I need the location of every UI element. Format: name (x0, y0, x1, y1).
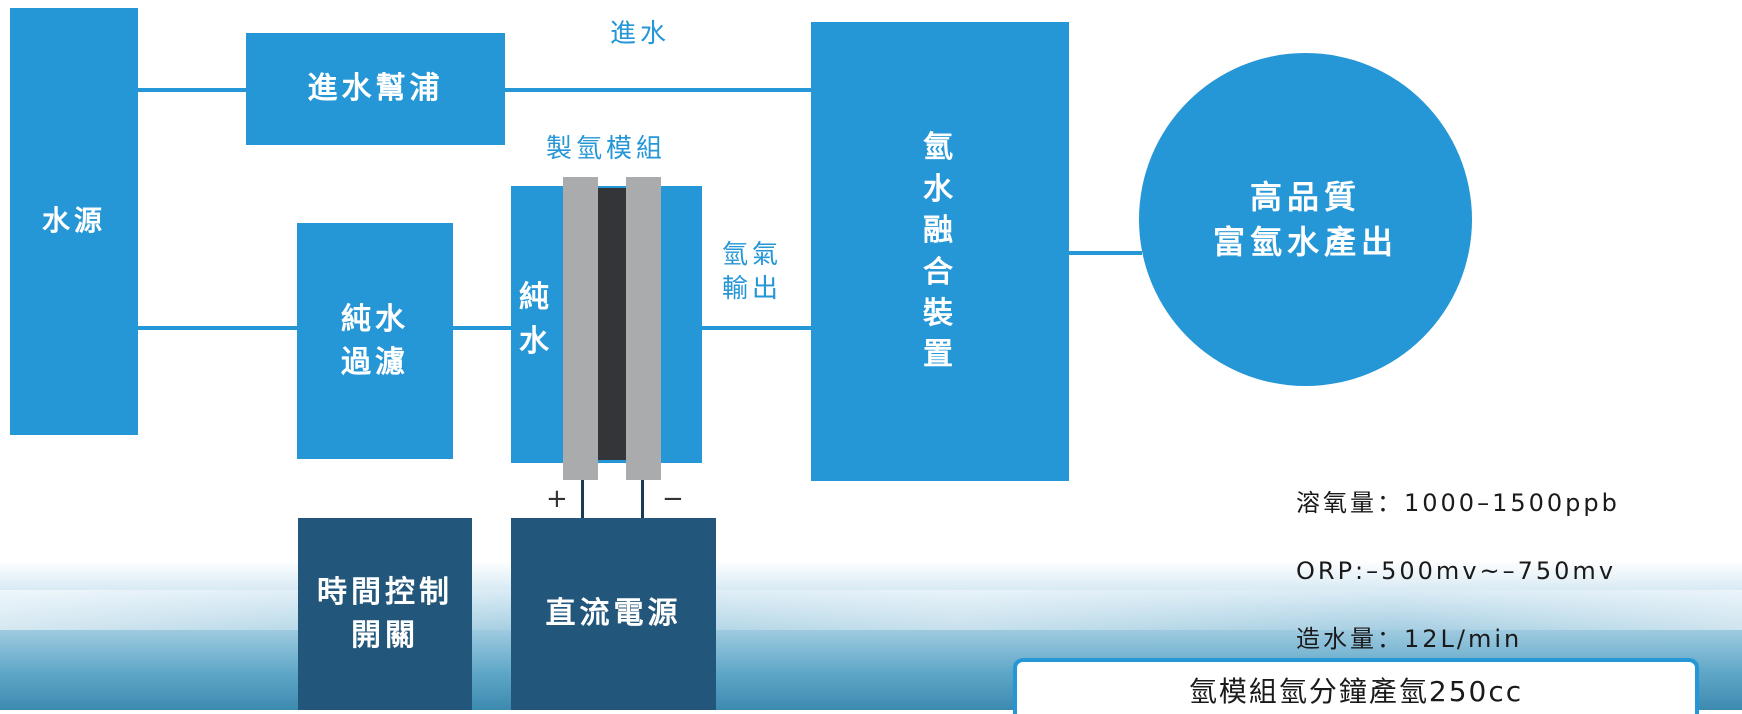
anode-plate (563, 177, 598, 480)
timer-switch-box: 時間控制 開關 (298, 518, 472, 710)
minus-sign: − (662, 484, 684, 514)
hydrogen-output-label: 氫氣 輸出 (722, 240, 783, 304)
pure-water-filter-box: 純水 過濾 (297, 223, 453, 459)
inlet-pump-box: 進水幫浦 (246, 33, 505, 145)
membrane (598, 188, 626, 460)
hydrogen-water-fusion-box: 氫 水 融 合 裝 置 (811, 22, 1069, 481)
dc-power-box: 直流電源 (511, 518, 716, 710)
water-source-box: 水源 (10, 8, 138, 435)
inlet-label: 進水 (610, 19, 671, 49)
flow-spec: 造水量：12L/min (1296, 625, 1523, 654)
plus-wire (581, 480, 584, 518)
pure-water-label: 純 水 (519, 280, 553, 359)
cathode-plate (626, 177, 661, 480)
dissolved-spec: 溶氧量：1000–1500ppb (1296, 489, 1620, 518)
connector-filter-to-module (453, 326, 512, 330)
connector-fusion-to-output (1068, 251, 1142, 255)
connector-module-to-fusion (702, 326, 812, 330)
orp-spec: ORP:–500mv~–750mv (1296, 557, 1617, 586)
connector-pump-to-fusion (505, 88, 812, 92)
water-foam-decoration (0, 590, 1742, 630)
connector-source-to-pump (138, 88, 248, 92)
output-circle: 高品質 富氫水產出 (1139, 53, 1472, 386)
connector-source-to-filter (138, 326, 298, 330)
specs-block: 溶氧量：1000–1500ppb ORP:–500mv~–750mv 造水量：1… (1296, 452, 1620, 691)
plus-sign: + (546, 484, 568, 514)
minus-wire (641, 480, 644, 518)
production-note: 氫模組氫分鐘產氫250cc (1013, 658, 1699, 714)
module-label: 製氫模組 (546, 134, 667, 164)
